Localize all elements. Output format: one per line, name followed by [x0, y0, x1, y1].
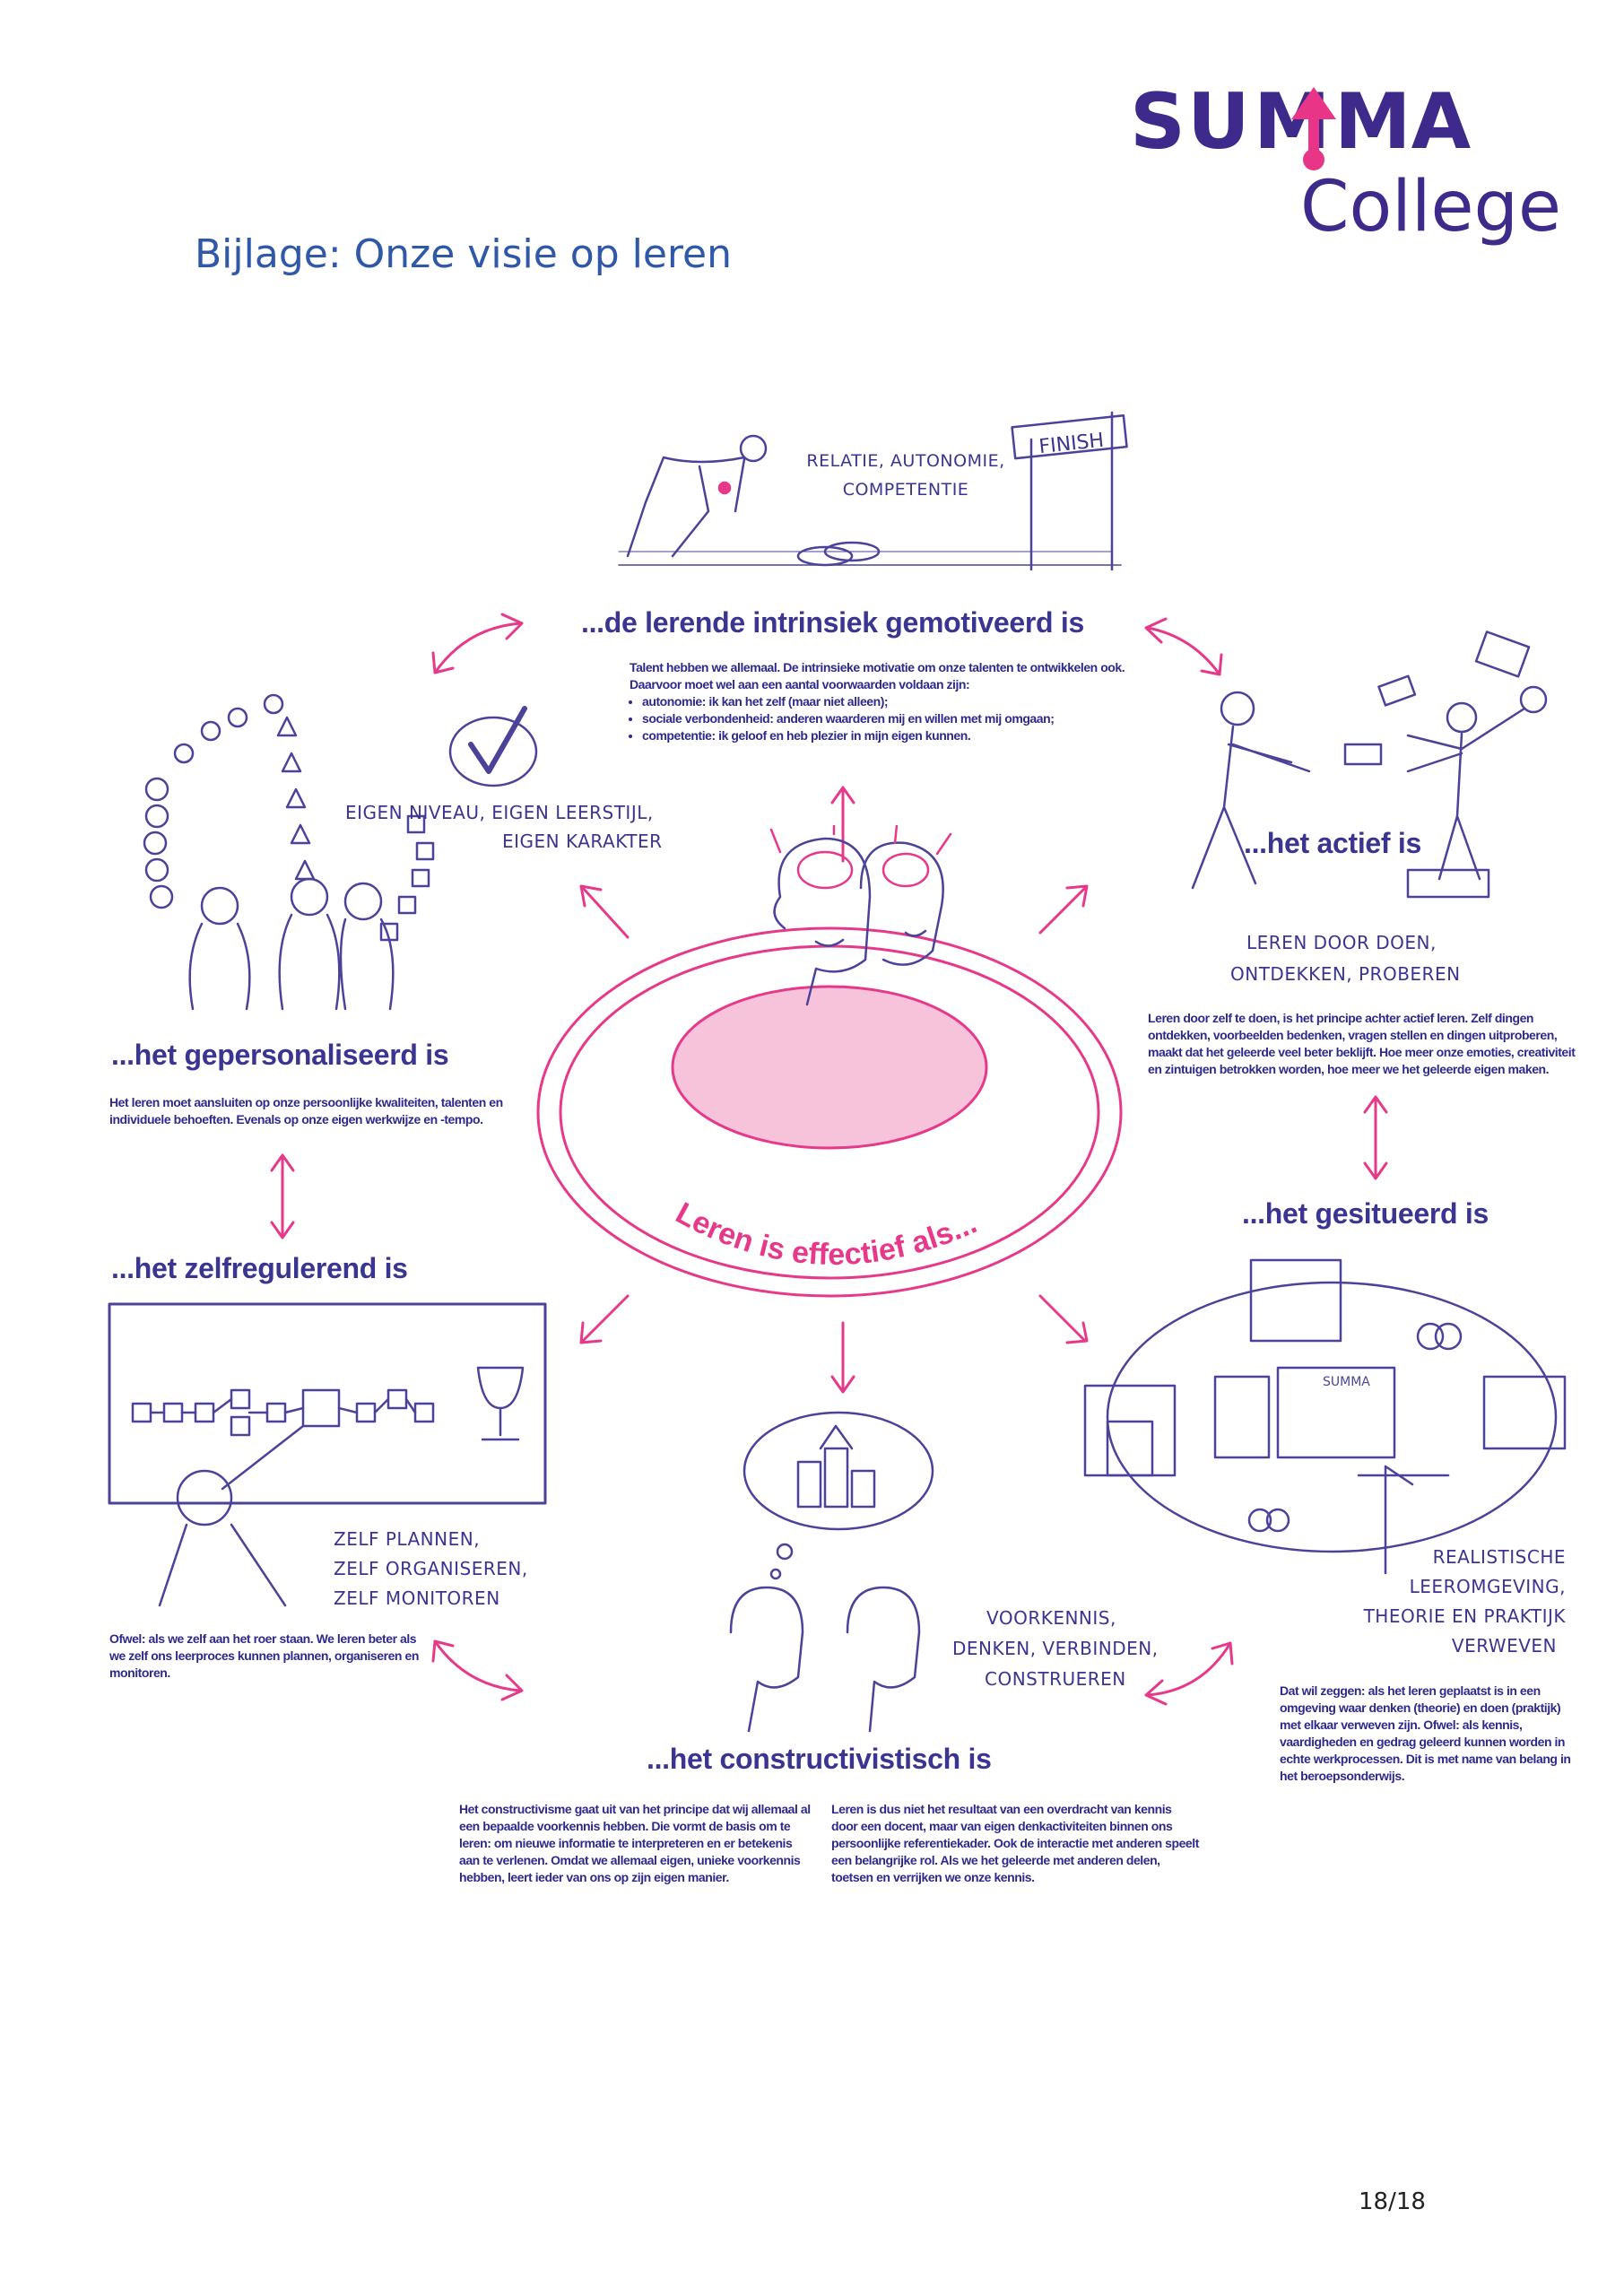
arrow-double-left — [270, 1153, 295, 1239]
finish-sign: FINISH — [1038, 430, 1105, 458]
selfregulating-sketch-label-1: ZELF PLANNEN, — [334, 1528, 481, 1550]
arrow-down-right — [1038, 1294, 1089, 1344]
center-ellipse — [536, 926, 1123, 1298]
active-sketch-label-2: ONTDEKKEN, PROBEREN — [1230, 963, 1461, 985]
personalised-sketch-label-2: EIGEN KARAKTER — [502, 831, 663, 852]
constructivist-sketch-label-3: CONSTRUEREN — [985, 1668, 1126, 1690]
summa-college-logo: SU M MA College — [1130, 77, 1561, 247]
svg-text:MA: MA — [1334, 77, 1472, 167]
text-personalised: Het leren moet aansluiten op onze persoo… — [109, 1095, 503, 1126]
planning-board-illustration — [108, 1302, 547, 1607]
selfregulating-sketch-label-2: ZELF ORGANISEREN, — [334, 1558, 528, 1579]
text-selfregulating: Ofwel: als we zelf aan het roer staan. W… — [109, 1631, 419, 1680]
arrow-double-top-left — [431, 613, 524, 674]
city-illustration: SUMMA — [1083, 1258, 1567, 1574]
text-constructivist-left: Het constructivisme gaat uit van het pri… — [459, 1802, 811, 1884]
svg-text:SU: SU — [1130, 77, 1252, 167]
arrow-double-top-right — [1144, 617, 1223, 676]
arrow-up-left — [579, 884, 630, 939]
personalised-sketch-label-1: EIGEN NIVEAU, EIGEN LEERSTIJL, — [345, 802, 654, 823]
juggling-illustration — [1191, 631, 1548, 899]
text-active: Leren door zelf te doen, is het principe… — [1148, 1011, 1576, 1076]
text-situated: Dat wil zeggen: als het leren geplaatst … — [1280, 1683, 1571, 1783]
page-number: 18/18 — [1359, 2188, 1426, 2215]
constructivist-sketch-label-1: VOORKENNIS, — [986, 1607, 1116, 1629]
arrow-down-left — [579, 1294, 630, 1344]
page-title: Bijlage: Onze visie op leren — [195, 231, 732, 277]
selfregulating-sketch-label-3: ZELF MONITOREN — [334, 1587, 500, 1609]
arrow-up-right — [1038, 884, 1089, 935]
intro: Talent hebben we allemaal. De intrinsiek… — [630, 660, 1125, 691]
constructivist-sketch-label-2: DENKEN, VERBINDEN, — [952, 1638, 1159, 1659]
text-intrinsic: Talent hebben we allemaal. De intrinsiek… — [630, 659, 1132, 744]
two-heads-illustration — [769, 825, 952, 1006]
situated-sketch-label-1: REALISTISCHE — [1432, 1546, 1566, 1568]
students-illustration — [143, 693, 538, 1011]
bullet: autonomie: ik kan het zelf (maar niet al… — [642, 693, 1132, 710]
center-label: Leren is effectief als... — [670, 1196, 982, 1272]
building-sign: SUMMA — [1323, 1375, 1370, 1389]
active-sketch-label-1: LEREN DOOR DOEN, — [1246, 932, 1437, 953]
thinking-heads-illustration — [729, 1411, 934, 1733]
sprinter-illustration: FINISH — [618, 411, 1128, 571]
situated-sketch-label-3: THEORIE EN PRAKTIJK — [1363, 1605, 1566, 1627]
intrinsic-sketch-label: RELATIE, AUTONOMIE, COMPETENTIE — [806, 451, 1005, 500]
heading-active: ...het actief is — [1244, 827, 1421, 859]
heading-intrinsic: ...de lerende intrinsiek gemotiveerd is — [581, 606, 1084, 639]
heading-situated: ...het gesitueerd is — [1242, 1197, 1489, 1230]
arrow-double-right — [1363, 1095, 1388, 1180]
arrow-double-bottom-right — [1144, 1641, 1234, 1706]
situated-sketch-label-2: LEEROMGEVING, — [1409, 1576, 1566, 1597]
arrow-down — [830, 1321, 855, 1394]
text-constructivist-right: Leren is dus niet het resultaat van een … — [831, 1802, 1199, 1884]
svg-text:College: College — [1300, 167, 1561, 247]
heading-selfregulating: ...het zelfregulerend is — [111, 1252, 408, 1284]
arrows — [270, 613, 1388, 1706]
bullet: competentie: ik geloof en heb plezier in… — [642, 727, 1132, 744]
heading-personalised: ...het gepersonaliseerd is — [111, 1039, 449, 1071]
arrow-double-bottom-left — [431, 1639, 524, 1701]
situated-sketch-label-4: VERWEVEN — [1451, 1635, 1557, 1657]
bullet: sociale verbondenheid: anderen waarderen… — [642, 710, 1132, 727]
heading-constructivist: ...het constructivistisch is — [647, 1743, 992, 1775]
arrow-up — [830, 786, 855, 863]
